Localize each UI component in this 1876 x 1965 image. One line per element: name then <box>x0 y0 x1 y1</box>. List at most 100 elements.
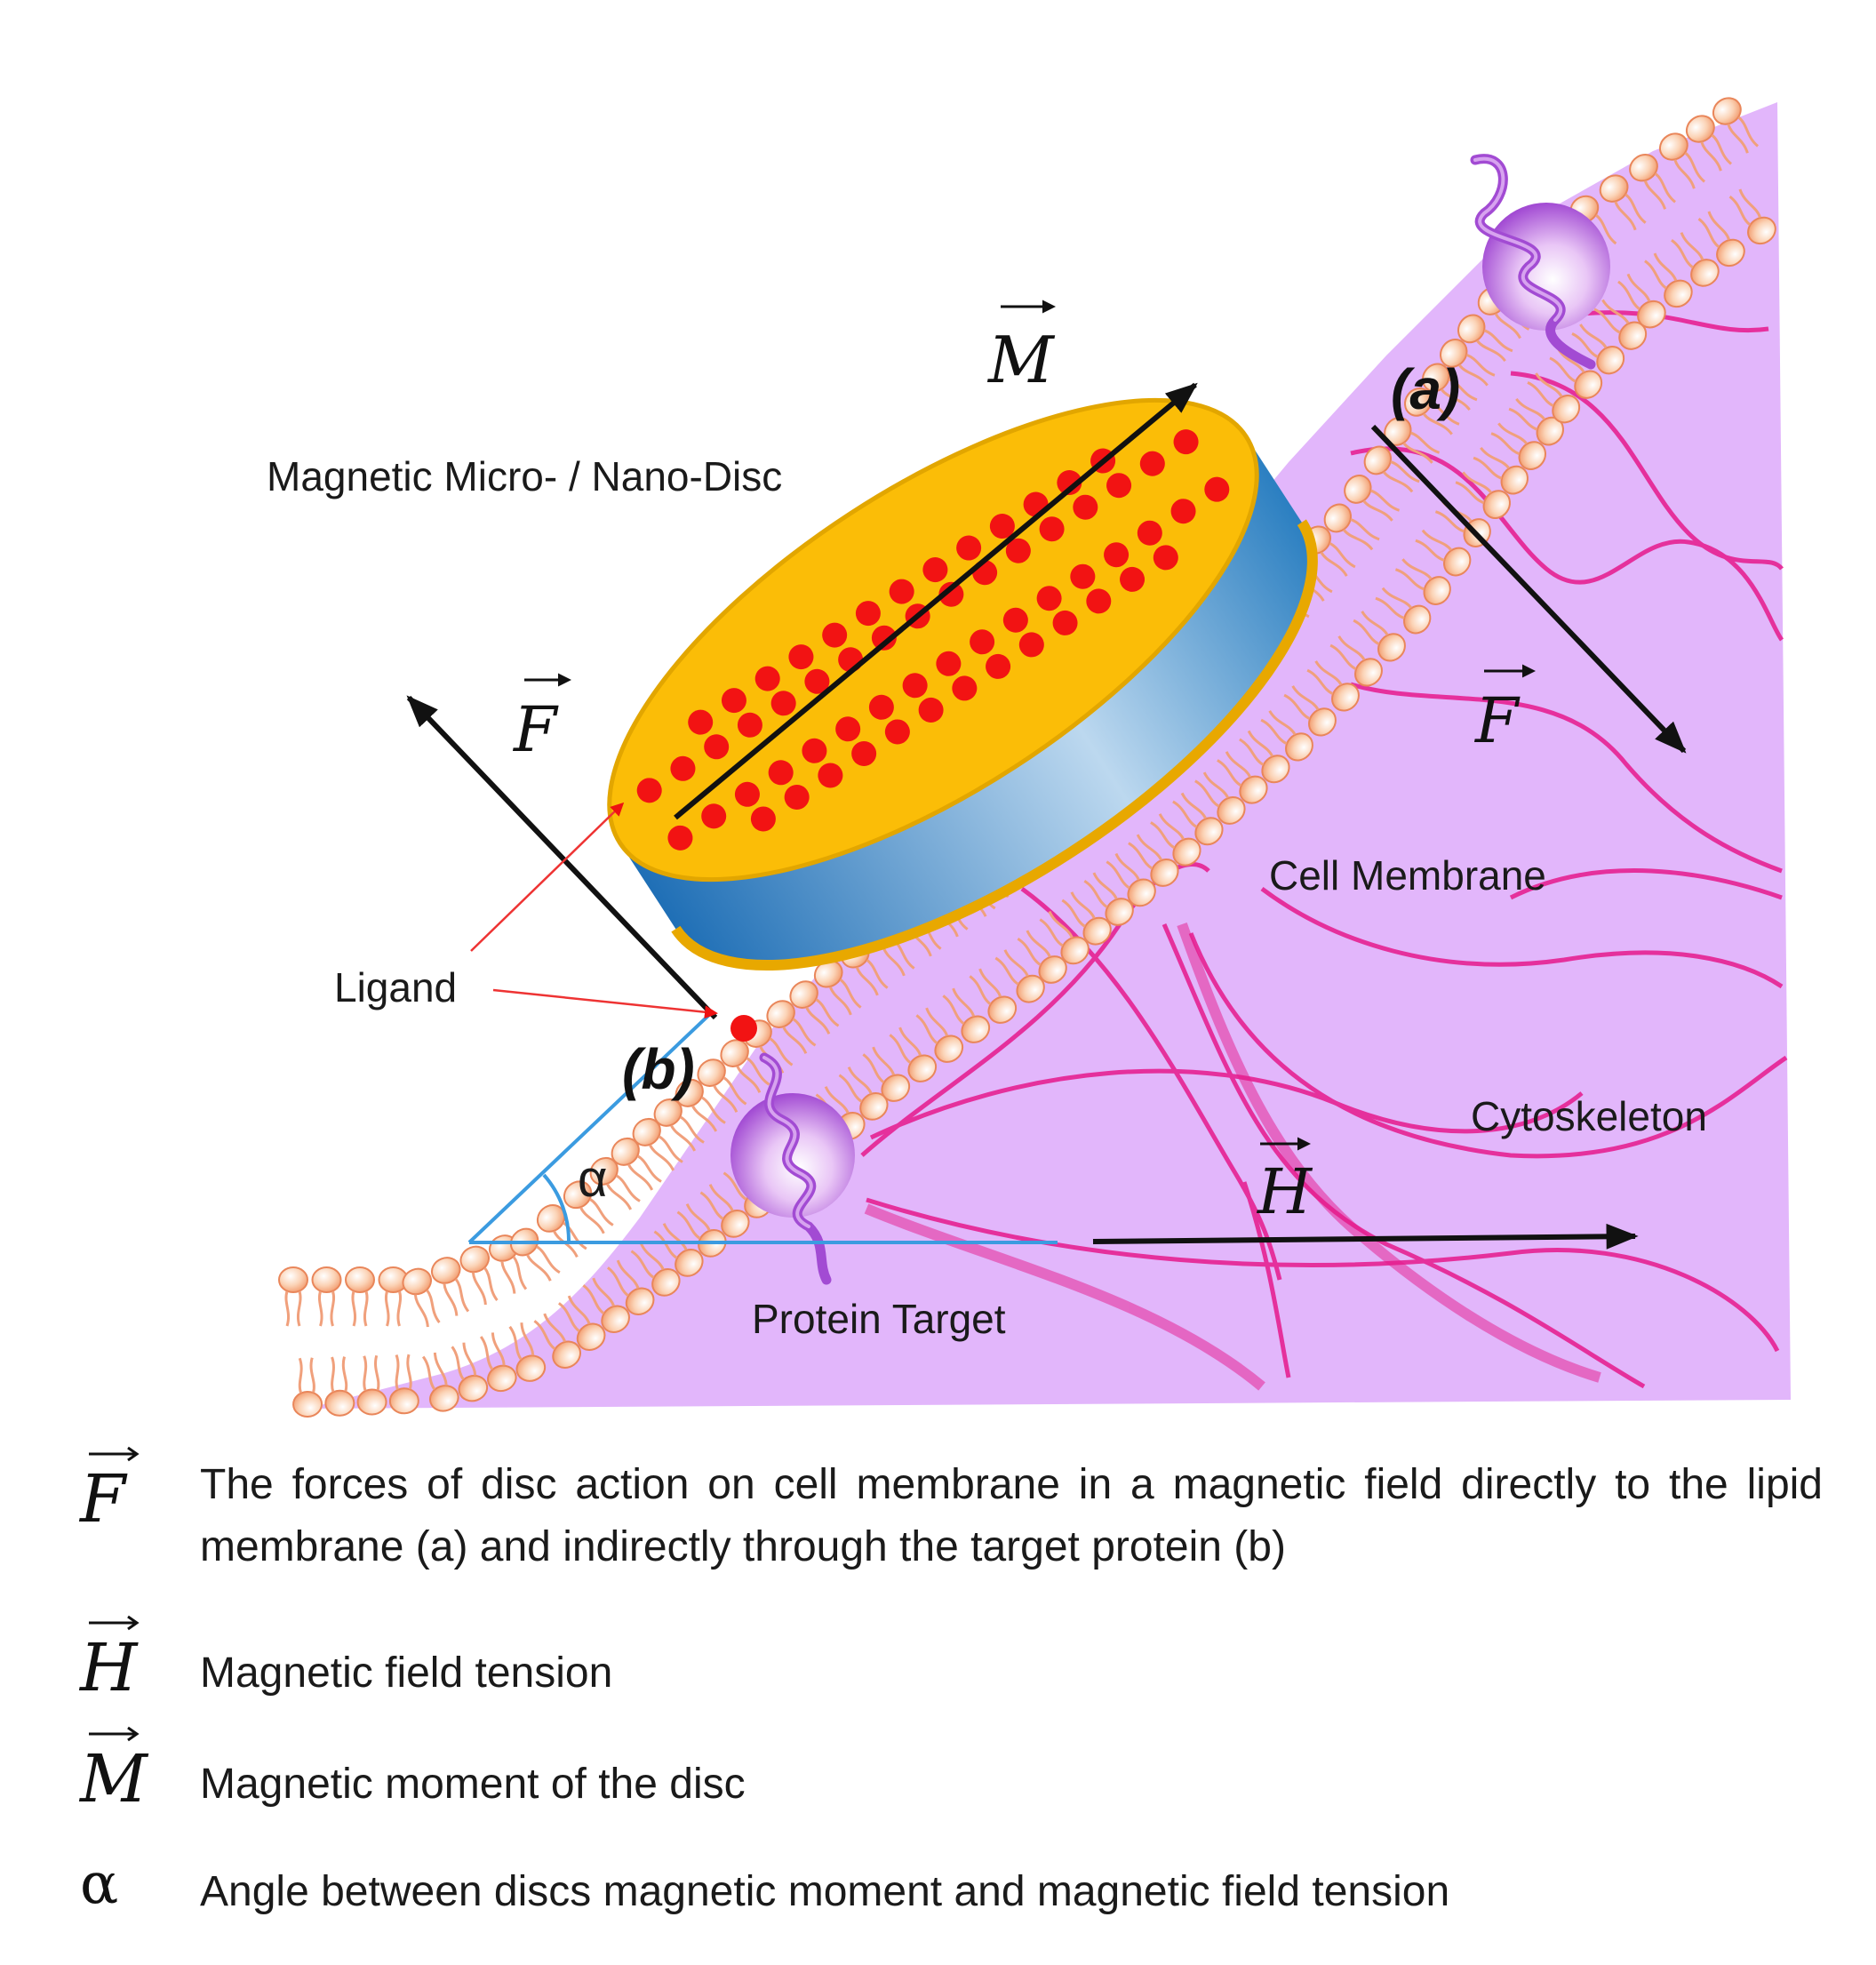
ligand-dot <box>768 760 794 786</box>
moment-label: M <box>986 323 1056 397</box>
legend-row-force: F The forces of disc action on cell memb… <box>80 1446 1823 1578</box>
ligand-dot <box>855 601 881 627</box>
force-label-right: F <box>1473 684 1521 757</box>
ligand-dot <box>902 673 928 699</box>
ligand-dot <box>936 651 962 676</box>
angle-construction <box>467 1011 1058 1244</box>
legend-row-moment: M Magnetic moment of the disc <box>80 1726 1823 1816</box>
disc-label: Magnetic Micro- / Nano-Disc <box>267 453 782 499</box>
ligand-dot <box>868 694 894 720</box>
lipid-molecule <box>344 1266 376 1328</box>
ligand-dot <box>1073 494 1098 520</box>
ligand-dot <box>802 738 827 763</box>
protein-target-label: Protein Target <box>752 1296 1006 1342</box>
ligand-dot <box>784 784 810 810</box>
angle-alpha-label: α <box>578 1150 608 1208</box>
ligand-dot <box>1005 538 1031 563</box>
cytoskeleton-label: Cytoskeleton <box>1471 1093 1707 1139</box>
ligand-dot <box>1170 499 1196 524</box>
ligand-dot <box>871 625 897 651</box>
ligand-dot <box>688 709 714 735</box>
ligand-dot <box>1057 470 1082 496</box>
ligand-dot <box>989 514 1015 539</box>
legend-description: Magnetic field tension <box>200 1649 613 1697</box>
legend-row-alpha: α Angle between discs magnetic moment an… <box>80 1856 1823 1923</box>
legend-description: Magnetic moment of the disc <box>200 1761 746 1808</box>
ligand-dot <box>1070 563 1096 589</box>
ligand-dot <box>922 557 948 583</box>
lipid-molecule <box>277 1266 309 1328</box>
ligand-dot <box>750 806 776 832</box>
protein-target-upper <box>1470 154 1610 370</box>
ligand-dot <box>889 579 914 604</box>
field-label: H <box>1256 1155 1313 1228</box>
legend-description: The forces of disc action on cell membra… <box>200 1461 1823 1570</box>
legend-symbol-text: M <box>80 1741 148 1817</box>
legend-description: Angle between discs magnetic moment and … <box>200 1868 1450 1915</box>
vector-arrow-icon <box>89 1446 140 1462</box>
ligand-dot <box>788 644 814 670</box>
ligand-dot <box>1120 566 1146 592</box>
angle-arc <box>542 1173 571 1243</box>
ligand-dot <box>1039 516 1065 542</box>
ligand-dot <box>1139 451 1165 476</box>
ligand-dot <box>704 734 730 760</box>
ligand-dot <box>818 763 843 788</box>
ligand-dot <box>1106 473 1132 499</box>
cytoskeleton-thick-fibers <box>864 922 1601 1391</box>
ligand-dot <box>835 716 861 742</box>
lipid-molecule <box>323 1354 356 1418</box>
ligand-dot <box>884 719 910 745</box>
ligand-dot <box>734 781 760 807</box>
ligand-dot-b <box>730 1015 757 1042</box>
magnetic-disc <box>607 397 1318 971</box>
ligand-dots <box>636 429 1230 851</box>
ligand-dot <box>952 675 978 701</box>
legend-symbol-force: F <box>80 1446 200 1532</box>
disc-top <box>607 397 1259 883</box>
protein-target-lower <box>730 1052 855 1285</box>
ligand-dot <box>970 629 995 655</box>
vector-arrow-icon <box>89 1726 140 1742</box>
ligand-label: Ligand <box>334 964 457 1010</box>
ligand-dot <box>636 778 662 803</box>
legend-symbol-text: α <box>80 1851 119 1917</box>
ligand-dot <box>986 653 1011 679</box>
ligand-dot <box>1052 610 1078 635</box>
ligand-pointers <box>470 802 718 1019</box>
ligand-dot <box>1036 586 1062 611</box>
field-arrow <box>1092 1223 1639 1250</box>
lipid-molecule <box>355 1354 388 1417</box>
ligand-dot <box>754 666 780 691</box>
ligand-dot <box>1086 588 1112 614</box>
vector-arrow-icon <box>89 1615 140 1631</box>
ligand-dot <box>1204 476 1230 502</box>
lipid-molecule <box>290 1355 324 1419</box>
ligand-dot <box>938 581 964 607</box>
ligand-dot <box>721 688 746 714</box>
ligand-dot <box>1104 542 1130 568</box>
ligand-dot <box>1137 520 1162 546</box>
legend-symbol-text: F <box>80 1461 126 1538</box>
ligand-dot <box>667 825 693 851</box>
ligand-dot <box>1018 632 1044 658</box>
ligand-dot <box>737 712 762 738</box>
legend-row-field: H Magnetic field tension <box>80 1615 1823 1705</box>
point-a-label: (a) <box>1391 357 1460 421</box>
ligand-dot <box>701 803 727 829</box>
moment-reference-line <box>467 1011 713 1244</box>
legend-symbol-moment: M <box>80 1726 200 1812</box>
ligand-dot <box>670 755 696 781</box>
legend-symbol-text: H <box>80 1630 138 1706</box>
ligand-dot <box>956 535 982 561</box>
ligand-dot <box>851 740 877 766</box>
force-arrow-right <box>1370 424 1687 754</box>
ligand-dot <box>1153 545 1178 571</box>
lipid-molecule <box>378 1266 409 1328</box>
moment-arrow <box>674 382 1198 820</box>
ligand-dot <box>822 622 848 648</box>
ligand-dot <box>804 668 830 694</box>
point-b-label: (b) <box>622 1037 695 1101</box>
force-arrow-left <box>406 695 718 1020</box>
